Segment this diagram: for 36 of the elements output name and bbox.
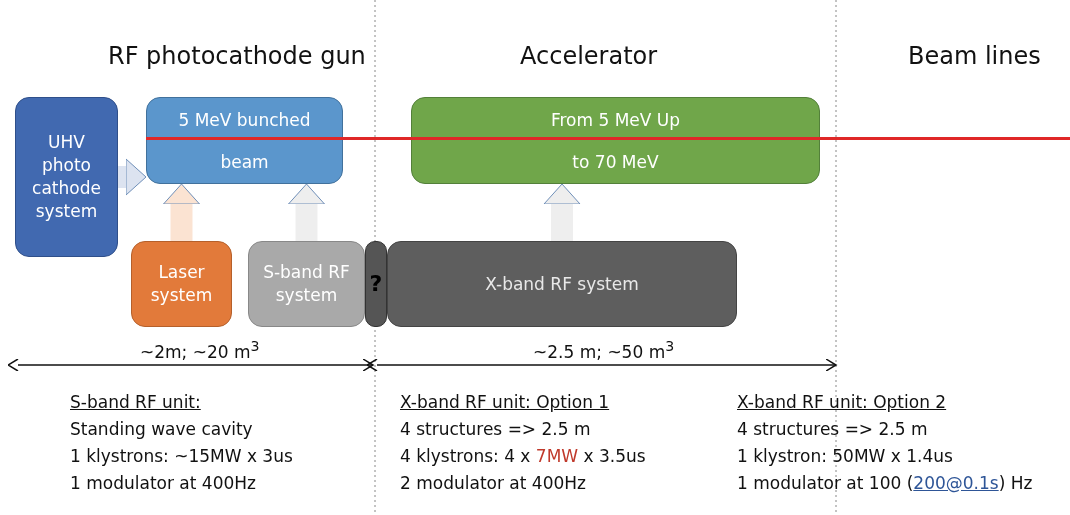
node-label: From 5 MeV Up to 70 MeV (549, 108, 682, 174)
process-box (131, 241, 232, 327)
node-label: X-band RF system (485, 272, 639, 296)
text-line: 4 structures => 2.5 m (400, 419, 591, 439)
node-label: S-band RF system (262, 261, 351, 307)
process-box (387, 241, 737, 327)
node-label: Laser system (149, 261, 214, 307)
process-box (15, 97, 118, 257)
node-label: 5 MeV bunched beam (177, 108, 312, 174)
text-line: 1 modulator at 100 (200@0.1s) Hz (737, 473, 1033, 493)
node-label: ? (369, 270, 383, 299)
process-box (146, 97, 343, 184)
node-label: UHV photo cathode system (31, 131, 102, 223)
heading-text: X-band RF unit: Option 1 (400, 392, 610, 412)
beam-line (146, 137, 1070, 140)
text-line: Standing wave cavity (70, 419, 253, 439)
section-heading: RF photocathode gun (108, 42, 366, 70)
block-arrow (543, 183, 581, 241)
section-heading: Accelerator (520, 42, 658, 70)
text-line: 2 modulator at 400Hz (400, 473, 586, 493)
text-line: 1 modulator at 400Hz (70, 473, 256, 493)
block-arrow (288, 183, 325, 241)
dimension-label: ~2.5 m; ~50 m$^{3}$ (533, 338, 675, 362)
text-line: 1 klystrons: ~15MW x 3us (70, 446, 293, 466)
text-line: 4 klystrons: 4 x 7MW x 3.5us (400, 446, 646, 466)
block-arrow (118, 158, 147, 196)
heading-text: S-band RF unit: (70, 392, 201, 412)
section-heading: Beam lines (908, 42, 1041, 70)
process-box (411, 97, 820, 184)
process-box (248, 241, 365, 327)
heading-text: X-band RF unit: Option 2 (737, 392, 947, 412)
text-line: 4 structures => 2.5 m (737, 419, 928, 439)
question-mark-box (365, 241, 387, 327)
block-arrow (163, 183, 200, 241)
dimension-label: ~2m; ~20 m$^{3}$ (140, 338, 260, 362)
text-line: 1 klystron: 50MW x 1.4us (737, 446, 953, 466)
